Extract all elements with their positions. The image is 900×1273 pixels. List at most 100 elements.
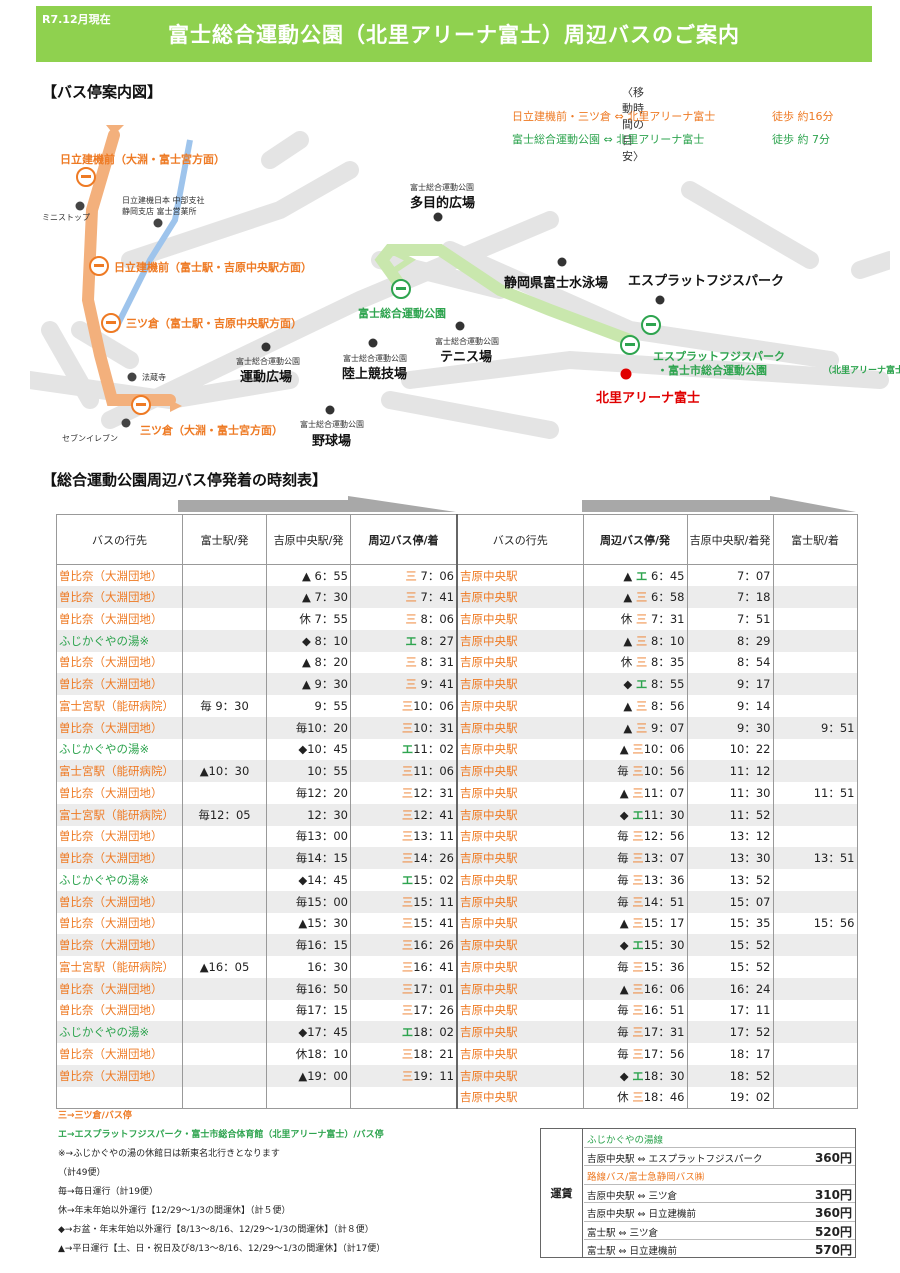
depart-time: 18：46 [643, 1090, 685, 1105]
destination-cell: ふじかぐやの湯※ [56, 738, 183, 761]
service-mark: 毎 [617, 894, 629, 909]
table-row: 吉原中央駅▲ 三 6：58 7：18 [457, 586, 858, 608]
nearby-arrive-cell [350, 1086, 457, 1109]
depart-time: 17：31 [643, 1025, 685, 1040]
arrive-time: 10：31 [413, 720, 454, 735]
stop-mark: 三 [632, 981, 644, 996]
depart-time: 14：51 [643, 894, 685, 909]
landmark-dots [75, 201, 665, 428]
page-title: 富士総合運動公園（北里アリーナ富士）周辺バスのご案内 [168, 23, 740, 47]
destination-cell: 吉原中央駅 [457, 1043, 584, 1065]
yoshiwara-cell: 7：51 [687, 608, 774, 630]
yoshiwara-cell: 17：11 [687, 999, 774, 1022]
fuji-arrive-cell [773, 977, 858, 1000]
destination-cell: 吉原中央駅 [457, 977, 584, 1000]
nearby-arrive-cell: 三19：11 [350, 1064, 457, 1087]
fuji-arrive-cell [773, 695, 858, 717]
arrive-time: 7：06 [416, 568, 454, 583]
bus-stop-icon [76, 167, 96, 187]
fuji-arrive-cell [773, 1086, 858, 1109]
column-header: バスの行先 [457, 514, 584, 565]
nearby-depart-cell: ▲ 三16：06 [583, 977, 688, 1000]
park-prefix: 富士総合運動公園 [343, 354, 407, 363]
service-mark: 毎 [617, 1025, 629, 1040]
destination-cell: 吉原中央駅 [457, 673, 584, 695]
fuji-depart-cell [182, 782, 267, 804]
fare-route: 吉原中央駅 ⇔ 日立建機前 [587, 1209, 696, 1220]
legend-walk-time: 徒歩 約 7分 [772, 133, 830, 146]
fare-route: 吉原中央駅 ⇔ エスプラットフジスパーク [587, 1153, 763, 1165]
stop-mark: 三 [632, 764, 644, 779]
yoshiwara-depart-cell: ◆14：45 [266, 869, 351, 891]
destination-cell: 吉原中央駅 [457, 847, 584, 869]
arrive-time: 17：26 [413, 1003, 454, 1018]
column-header: 富士駅/着 [773, 514, 858, 565]
depart-time: 13：36 [643, 872, 685, 887]
service-mark: 毎 [617, 1003, 629, 1018]
nearby-arrive-cell: 三 7：06 [350, 564, 457, 587]
note: エ→エスプラットフジスパーク・富士市総合体育館（北里アリーナ富士）/バス停 [58, 1130, 384, 1140]
service-mark: 休 [617, 1090, 629, 1105]
destination-cell: 吉原中央駅 [457, 1064, 584, 1087]
landmark-label: 野球場 [312, 434, 352, 449]
depart-time: 9：07 [647, 720, 685, 735]
nearby-depart-cell: ▲ 三 6：58 [583, 586, 688, 608]
depart-time: 17：56 [643, 1046, 685, 1061]
yoshiwara-cell: 11：12 [687, 760, 774, 782]
stop-mark: 三 [405, 677, 417, 692]
fuji-depart-cell [182, 1021, 267, 1043]
destination-cell: 曽比奈（大淵団地） [56, 608, 183, 630]
timetable-outbound: バスの行先 富士駅/発 吉原中央駅/発 周辺バス停/着 曽比奈（大淵団地）▲ 6… [56, 514, 457, 1109]
arrive-time: 8：06 [416, 611, 454, 626]
service-mark: ▲ [619, 916, 629, 931]
stop-mark: 三 [632, 851, 644, 866]
park-prefix: 富士総合運動公園 [236, 357, 300, 366]
stop-mark: エ [401, 742, 414, 757]
stop-label: ・富士市総合運動公園 [657, 364, 767, 377]
stop-mark: 三 [401, 916, 414, 931]
arrive-time: 15：41 [413, 916, 454, 931]
stop-mark: 三 [632, 1025, 644, 1040]
arrive-time: 10：06 [413, 698, 454, 713]
destination-cell: 吉原中央駅 [457, 825, 584, 848]
yoshiwara-depart-cell: ◆17：45 [266, 1021, 351, 1043]
depart-time: 16：06 [643, 981, 685, 996]
nearby-arrive-cell: 三14：26 [350, 847, 457, 869]
legend-item-green: 富士総合運動公園 ⇔ 北里アリーナ富士 徒歩 約 7分 [512, 131, 830, 147]
fuji-arrive-cell [773, 999, 858, 1022]
fuji-depart-cell [182, 1086, 267, 1109]
depart-time: 15：30 [643, 938, 685, 953]
service-mark: ▲ [623, 590, 633, 605]
fuji-depart-cell [182, 586, 267, 608]
destination-cell: 曽比奈（大淵団地） [56, 912, 183, 935]
bus-stop-icon [101, 313, 121, 333]
depart-time: 7：31 [647, 611, 685, 626]
fuji-arrive-cell [773, 956, 858, 978]
bus-stop-icon [391, 279, 411, 299]
fuji-depart-cell [182, 847, 267, 869]
arrive-time: 18：21 [413, 1046, 454, 1061]
fuji-depart-cell [182, 869, 267, 891]
fuji-depart-cell [182, 977, 267, 1000]
yoshiwara-depart-cell: ▲ 8：20 [266, 651, 351, 674]
timetable-section-title: 【総合運動公園周辺バス停発着の時刻表】 [42, 471, 328, 489]
table-row: 吉原中央駅▲ 三 8：56 9：14 [457, 695, 858, 717]
service-mark: 毎 [617, 851, 629, 866]
destination-label: 北里アリーナ富士 [596, 391, 701, 406]
nearby-arrive-cell: 三10：06 [350, 695, 457, 717]
nearby-depart-cell: ▲ 三15：17 [583, 912, 688, 935]
destination-cell: 曽比奈（大淵団地） [56, 999, 183, 1022]
depart-time: 12：56 [643, 829, 685, 844]
service-mark: ▲ [623, 568, 633, 583]
depart-time: 18：30 [643, 1068, 685, 1083]
yoshiwara-depart-cell: 16：30 [266, 956, 351, 978]
nearby-arrive-cell: 三16：26 [350, 934, 457, 956]
column-header: 吉原中央駅/発 [266, 514, 351, 565]
service-mark: 毎 [617, 829, 629, 844]
